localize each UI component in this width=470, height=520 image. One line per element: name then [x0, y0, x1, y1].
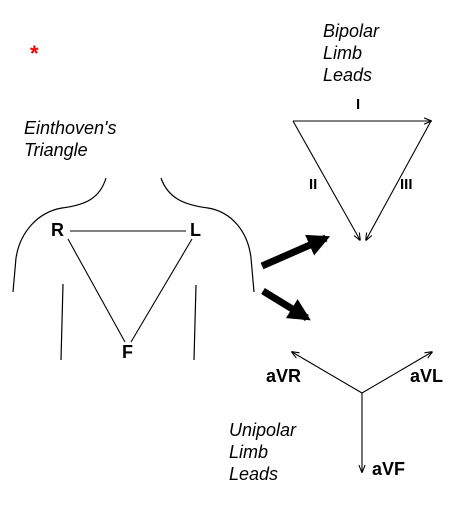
unipolar-title: Unipolar Limb Leads [229, 419, 296, 485]
einthoven-caption: Einthoven's Triangle [24, 117, 117, 161]
lead-ii-label: II [309, 176, 318, 193]
lead-ii-arrow [292, 120, 360, 240]
einthoven-triangle-lines [67, 230, 193, 343]
unipolar-title-line2: Limb [229, 442, 269, 462]
asterisk-marker: * [30, 41, 39, 66]
bipolar-lead-triangle [292, 120, 432, 240]
neck-right-curve [160, 177, 255, 293]
lead-avr-label: aVR [266, 366, 302, 386]
transition-arrows [260, 234, 331, 321]
left-arm-line [60, 283, 64, 361]
lead-i-label: I [356, 96, 361, 113]
einthoven-caption-line2: Triangle [24, 140, 88, 160]
bipolar-title-line2: Limb [323, 43, 363, 63]
lead-avf-label: aVF [372, 459, 406, 479]
bipolar-title-line3: Leads [323, 65, 373, 85]
bipolar-title: Bipolar Limb Leads [323, 20, 379, 86]
lead-iii-label: III [400, 176, 413, 193]
electrode-left-label: L [190, 220, 201, 240]
unipolar-lead-axes [292, 352, 432, 472]
einthoven-caption-line1: Einthoven's [24, 118, 117, 138]
arrow-to-unipolar [261, 288, 311, 321]
bipolar-title-line1: Bipolar [323, 21, 380, 41]
avr-arrow [292, 352, 363, 394]
right-arm-line [193, 284, 197, 361]
electrode-right-label: R [51, 220, 64, 240]
electrode-foot-label: F [122, 342, 133, 362]
torso-outline [12, 177, 255, 361]
arrow-to-bipolar [260, 234, 331, 270]
neck-left-curve [12, 177, 107, 293]
lead-avl-label: aVL [410, 366, 444, 386]
lead-iii-arrow [366, 120, 432, 240]
unipolar-title-line3: Leads [229, 464, 279, 484]
unipolar-title-line1: Unipolar [229, 420, 297, 440]
avl-arrow [361, 352, 432, 394]
